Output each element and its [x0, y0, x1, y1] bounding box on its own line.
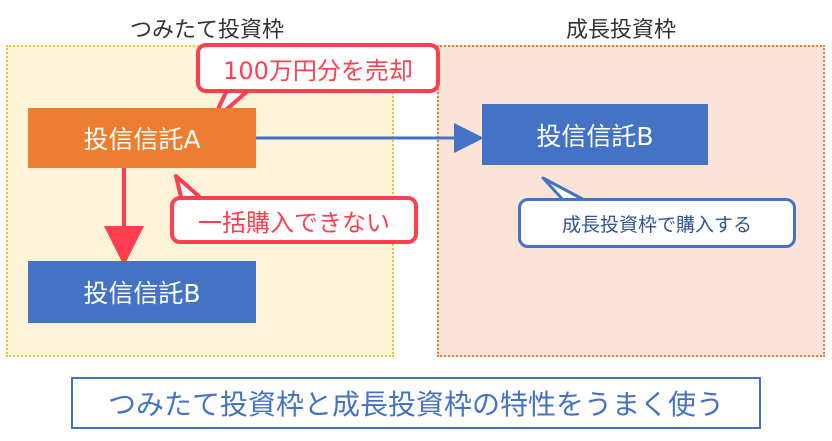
- sell-callout: 100万円分を売却: [196, 43, 440, 93]
- buy-growth-callout: 成長投資枠で購入する: [518, 198, 796, 248]
- summary-banner: つみたて投資枠と成長投資枠の特性をうまく使う: [71, 377, 761, 429]
- no-bulk-purchase-callout: 一括購入できない: [170, 196, 418, 244]
- tsumitate-frame-label: つみたて投資枠: [130, 18, 285, 43]
- seichou-frame-label: 成長投資枠: [566, 18, 677, 43]
- fund-b-tsumitate-box: 投信信託B: [28, 261, 256, 323]
- fund-a-box: 投信信託A: [28, 108, 256, 168]
- fund-b-seichou-box: 投信信託B: [482, 104, 708, 165]
